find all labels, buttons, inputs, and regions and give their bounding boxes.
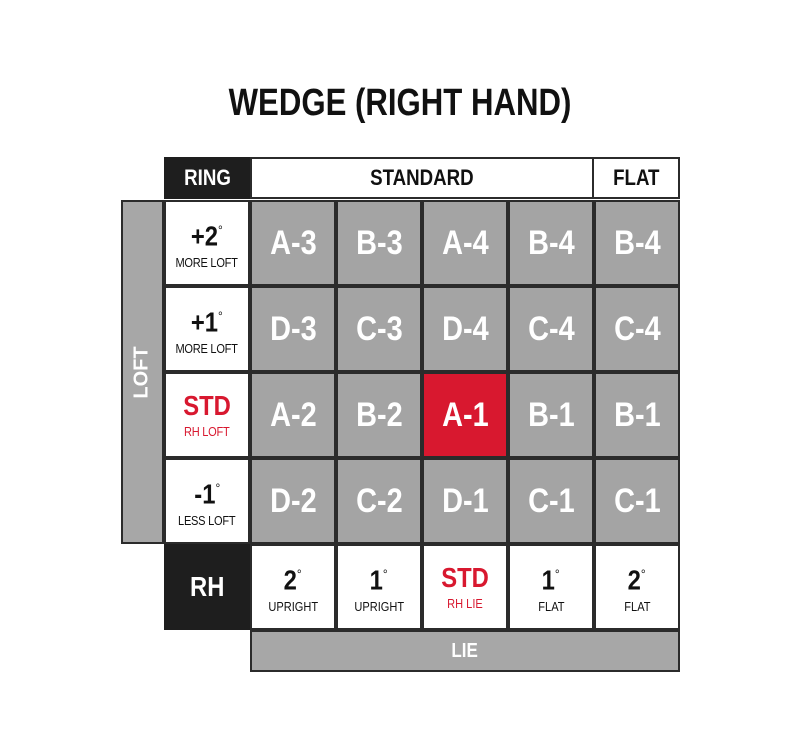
loft-sub: LESS LOFT <box>178 512 236 528</box>
grid-cell: C-1 <box>508 458 594 544</box>
loft-side-bar: LOFT <box>121 200 164 544</box>
loft-value: +2° <box>191 220 223 252</box>
grid-cell: A-2 <box>250 372 336 458</box>
loft-label-plus2: +2° MORE LOFT <box>164 200 250 286</box>
grid-cell: C-4 <box>508 286 594 372</box>
grid-cell: D-1 <box>422 458 508 544</box>
header-flat-label: FLAT <box>612 165 660 190</box>
corner-rh-label: RH <box>189 571 225 602</box>
grid-cell: C-1 <box>594 458 680 544</box>
lie-sub: RH LIE <box>447 595 483 611</box>
lie-sub: FLAT <box>623 598 651 614</box>
grid-cell: D-4 <box>422 286 508 372</box>
lie-value: 2° <box>627 564 647 596</box>
header-standard-label: STANDARD <box>370 165 474 190</box>
grid-cell: C-2 <box>336 458 422 544</box>
grid-cell: A-4 <box>422 200 508 286</box>
loft-label-minus1: -1° LESS LOFT <box>164 458 250 544</box>
lie-label-2-upright: 2° UPRIGHT <box>250 544 336 630</box>
lie-bottom-bar: LIE <box>250 630 680 672</box>
header-ring: RING <box>164 157 250 199</box>
grid-cell: B-1 <box>594 372 680 458</box>
lie-label-1-flat: 1° FLAT <box>508 544 594 630</box>
loft-value: STD <box>183 389 231 421</box>
loft-label-std: STD RH LOFT <box>164 372 250 458</box>
header-standard: STANDARD <box>250 157 594 199</box>
loft-side-label: LOFT <box>131 345 153 399</box>
chart-title: WEDGE (RIGHT HAND) <box>228 82 572 124</box>
lie-sub: FLAT <box>537 598 565 614</box>
lie-label-std: STD RH LIE <box>422 544 508 630</box>
grid-cell: B-4 <box>594 200 680 286</box>
loft-value: -1° <box>194 478 220 510</box>
lie-bottom-label: LIE <box>451 639 479 662</box>
lie-value: 2° <box>283 564 303 596</box>
lie-sub: UPRIGHT <box>268 598 318 614</box>
grid-cell: D-3 <box>250 286 336 372</box>
header-ring-label: RING <box>183 165 231 190</box>
lie-value: 1° <box>541 564 561 596</box>
lie-label-1-upright: 1° UPRIGHT <box>336 544 422 630</box>
loft-sub: MORE LOFT <box>175 254 239 270</box>
grid-cell: B-4 <box>508 200 594 286</box>
lie-value: STD <box>441 561 489 593</box>
lie-label-2-flat: 2° FLAT <box>594 544 680 630</box>
loft-sub: RH LOFT <box>184 423 230 439</box>
grid-cell: B-1 <box>508 372 594 458</box>
grid-cell: A-3 <box>250 200 336 286</box>
grid-cell-highlighted: A-1 <box>422 372 508 458</box>
header-flat: FLAT <box>592 157 680 199</box>
lie-sub: UPRIGHT <box>354 598 404 614</box>
lie-value: 1° <box>369 564 389 596</box>
corner-rh: RH <box>164 544 250 630</box>
grid-cell: B-2 <box>336 372 422 458</box>
loft-label-plus1: +1° MORE LOFT <box>164 286 250 372</box>
grid-cell: C-4 <box>594 286 680 372</box>
loft-value: +1° <box>191 306 223 338</box>
loft-sub: MORE LOFT <box>175 340 239 356</box>
grid-cell: C-3 <box>336 286 422 372</box>
grid-cell: D-2 <box>250 458 336 544</box>
grid-cell: B-3 <box>336 200 422 286</box>
